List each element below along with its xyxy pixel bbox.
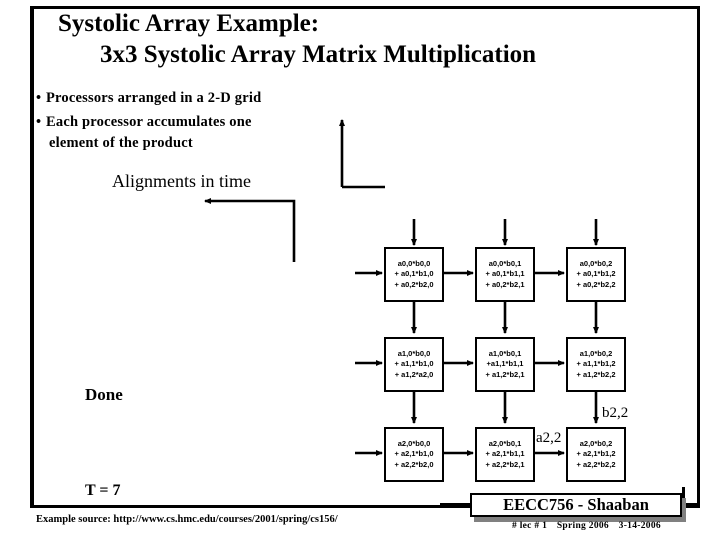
cell-line: + a1,2*b2,2 — [576, 369, 616, 379]
bullet-glyph-icon: • — [36, 90, 42, 106]
cell-line: a0,0*b0,0 — [397, 258, 431, 268]
cell-line: + a2,2*b2,0 — [394, 459, 434, 469]
title-line-1: Systolic Array Example: — [58, 10, 320, 37]
cell-line: + a0,2*b2,2 — [576, 279, 616, 289]
bullet-text-2-cont: element of the product — [49, 135, 193, 151]
processor-cell-2-0[interactable]: a2,0*b0,0 + a2,1*b1,0 + a2,2*b2,0 — [384, 427, 444, 482]
bullet-glyph-icon: • — [36, 114, 42, 130]
processor-cell-2-1[interactable]: a2,0*b0,1 + a2,1*b1,1 + a2,2*b2,1 — [475, 427, 535, 482]
example-source-label: Example source: http://www.cs.hmc.edu/co… — [36, 514, 338, 525]
cell-line: + a0,2*b2,1 — [485, 279, 525, 289]
date-label: 3-14-2006 — [618, 521, 661, 531]
processor-cell-1-1[interactable]: a1,0*b0,1 +a1,1*b1,1 + a1,2*b2,1 — [475, 337, 535, 392]
page-title: Systolic Array Example: 3x3 Systolic Arr… — [58, 8, 658, 70]
banner-left-rule — [440, 503, 472, 506]
processor-cell-2-2[interactable]: a2,0*b0,2 + a2,1*b1,2 + a2,2*b2,2 — [566, 427, 626, 482]
processor-cell-0-0[interactable]: a0,0*b0,0 + a0,1*b1,0 + a0,2*b2,0 — [384, 247, 444, 302]
time-step-label: T = 7 — [85, 482, 121, 499]
alignments-arrow-left — [204, 198, 296, 262]
cell-line: + a2,1*b1,1 — [485, 449, 525, 459]
term-label: Spring 2006 — [556, 521, 609, 531]
cell-line: a2,0*b0,0 — [397, 438, 431, 448]
done-label: Done — [85, 385, 123, 404]
processor-cell-0-1[interactable]: a0,0*b0,1 + a0,1*b1,1 + a0,2*b2,1 — [475, 247, 535, 302]
cell-line: a1,0*b0,2 — [579, 348, 613, 358]
cell-line: + a0,1*b1,0 — [394, 269, 434, 279]
cell-line: + a0,1*b1,1 — [485, 269, 525, 279]
data-tag-a22: a2,2 — [536, 430, 562, 446]
cell-line: + a2,2*b2,2 — [576, 459, 616, 469]
processor-cell-1-0[interactable]: a1,0*b0,0 + a1,1*b1,0 + a1,2*a2,0 — [384, 337, 444, 392]
cell-line: + a2,2*b2,1 — [485, 459, 525, 469]
cell-line: + a1,2*a2,0 — [394, 369, 434, 379]
course-banner-title: EECC756 - Shaaban — [503, 495, 649, 514]
title-line-2: 3x3 Systolic Array Matrix Multiplication — [100, 41, 537, 68]
cell-line: +a1,1*b1,1 — [486, 359, 524, 369]
cell-line: a0,0*b0,2 — [579, 258, 613, 268]
processor-cell-1-2[interactable]: a1,0*b0,2 + a1,1*b1,2 + a1,2*b2,2 — [566, 337, 626, 392]
cell-line: + a1,1*b1,2 — [576, 359, 616, 369]
cell-line: a2,0*b0,2 — [579, 438, 613, 448]
banner-right-rule — [682, 503, 700, 506]
alignments-in-time-label: Alignments in time — [112, 171, 251, 191]
bullet-item-accumulate: •Each processor accumulates one element … — [36, 112, 336, 154]
processor-cell-0-2[interactable]: a0,0*b0,2 + a0,1*b1,2 + a0,2*b2,2 — [566, 247, 626, 302]
cell-line: a1,0*b0,1 — [488, 348, 522, 358]
course-banner: EECC756 - Shaaban — [470, 493, 682, 517]
lecture-number: # lec # 1 — [512, 521, 548, 531]
time-axis-arrow-up — [342, 120, 385, 189]
banner-right-bracket — [682, 487, 685, 506]
cell-line: + a2,1*b1,2 — [576, 449, 616, 459]
cell-line: a0,0*b0,1 — [488, 258, 522, 268]
cell-line: + a2,1*b1,0 — [394, 449, 434, 459]
bullet-text-2: Each processor accumulates one — [46, 114, 252, 130]
cell-line: + a1,1*b1,0 — [394, 359, 434, 369]
cell-line: + a0,1*b1,2 — [576, 269, 616, 279]
bullet-text-1: Processors arranged in a 2-D grid — [46, 90, 262, 106]
slide-border-frame — [30, 6, 700, 508]
data-tag-b22: b2,2 — [602, 405, 629, 421]
cell-line: a1,0*b0,0 — [397, 348, 431, 358]
cell-line: + a0,2*b2,0 — [394, 279, 434, 289]
cell-line: a2,0*b0,1 — [488, 438, 522, 448]
banner-subtitle: # lec # 1 Spring 2006 3-14-2006 — [512, 521, 668, 531]
cell-line: + a1,2*b2,1 — [485, 369, 525, 379]
bullet-item-processors: •Processors arranged in a 2-D grid — [36, 88, 356, 109]
